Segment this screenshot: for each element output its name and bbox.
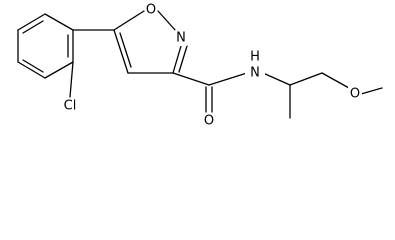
amide-nitrogen-label: N	[250, 66, 260, 81]
carbonyl-nitrogen-bond	[208, 72, 248, 86]
phenyl-bond-3	[44, 61, 74, 79]
atom-labels: O N Cl O H N O	[60, 2, 362, 129]
amide-hydrogen-label: H	[250, 50, 260, 65]
phenyl-bond-6	[17, 13, 46, 31]
carbonyl-oxygen-label-bg	[203, 113, 215, 129]
isoxazole-o-n-bond	[157, 10, 177, 32]
ch-ch2-bond	[289, 72, 323, 86]
bond-lines	[17, 10, 383, 119]
isoxazole-n-c3-bond	[172, 45, 182, 74]
ring-nitrogen-label: N	[176, 31, 186, 46]
isoxazole-c5-o-bond	[113, 10, 145, 31]
isoxazole-double-1	[119, 32, 132, 68]
ring-nitrogen-label-bg	[175, 30, 187, 46]
phenyl-double-2	[22, 59, 44, 73]
molecule-structure-diagram: O N Cl O H N O	[17, 2, 383, 129]
ring-carbonyl-bond	[172, 72, 210, 86]
isoxazole-double-2	[178, 45, 188, 73]
oxygen-methyl-bond	[360, 87, 383, 95]
phenyl-bond-1	[44, 13, 74, 31]
amide-nitrogen-label-bg	[245, 55, 265, 85]
ether-oxygen-label-bg	[348, 86, 362, 102]
chlorine-bond	[69, 61, 74, 98]
chlorine-label-bg	[60, 98, 80, 114]
carbonyl-oxygen-label: O	[204, 114, 214, 129]
isoxazole-c4-c5-bond	[113, 29, 129, 74]
ether-oxygen-label: O	[350, 87, 360, 102]
ring-oxygen-label-bg	[145, 2, 157, 18]
nitrogen-ch-bond	[262, 72, 291, 86]
ch2-oxygen-bond	[321, 72, 350, 89]
phenyl-double-3	[22, 20, 44, 34]
phenyl-bond-4	[17, 61, 46, 79]
chlorine-label: Cl	[64, 99, 77, 114]
ring-oxygen-label: O	[146, 3, 156, 18]
